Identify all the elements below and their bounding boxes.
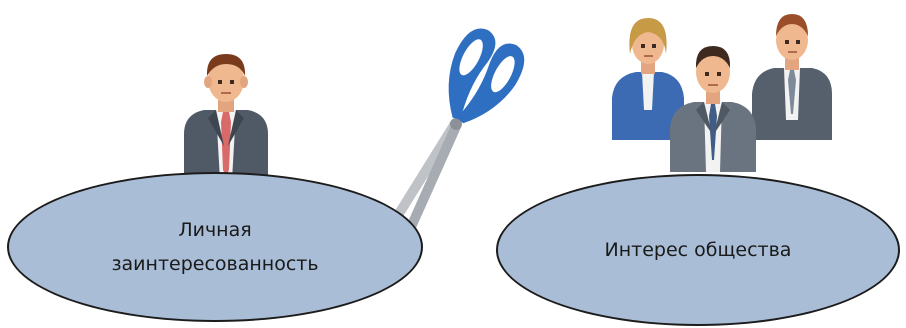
group-of-people-icon xyxy=(612,14,832,172)
personal-interest-label: Личная заинтересованность xyxy=(111,219,319,275)
personal-interest-ellipse: Личная заинтересованность xyxy=(7,172,423,322)
public-interest-ellipse: Интерес общества xyxy=(496,174,900,326)
scissors-icon xyxy=(388,28,525,235)
businessman-icon xyxy=(184,54,268,180)
public-interest-label: Интерес общества xyxy=(604,239,792,261)
